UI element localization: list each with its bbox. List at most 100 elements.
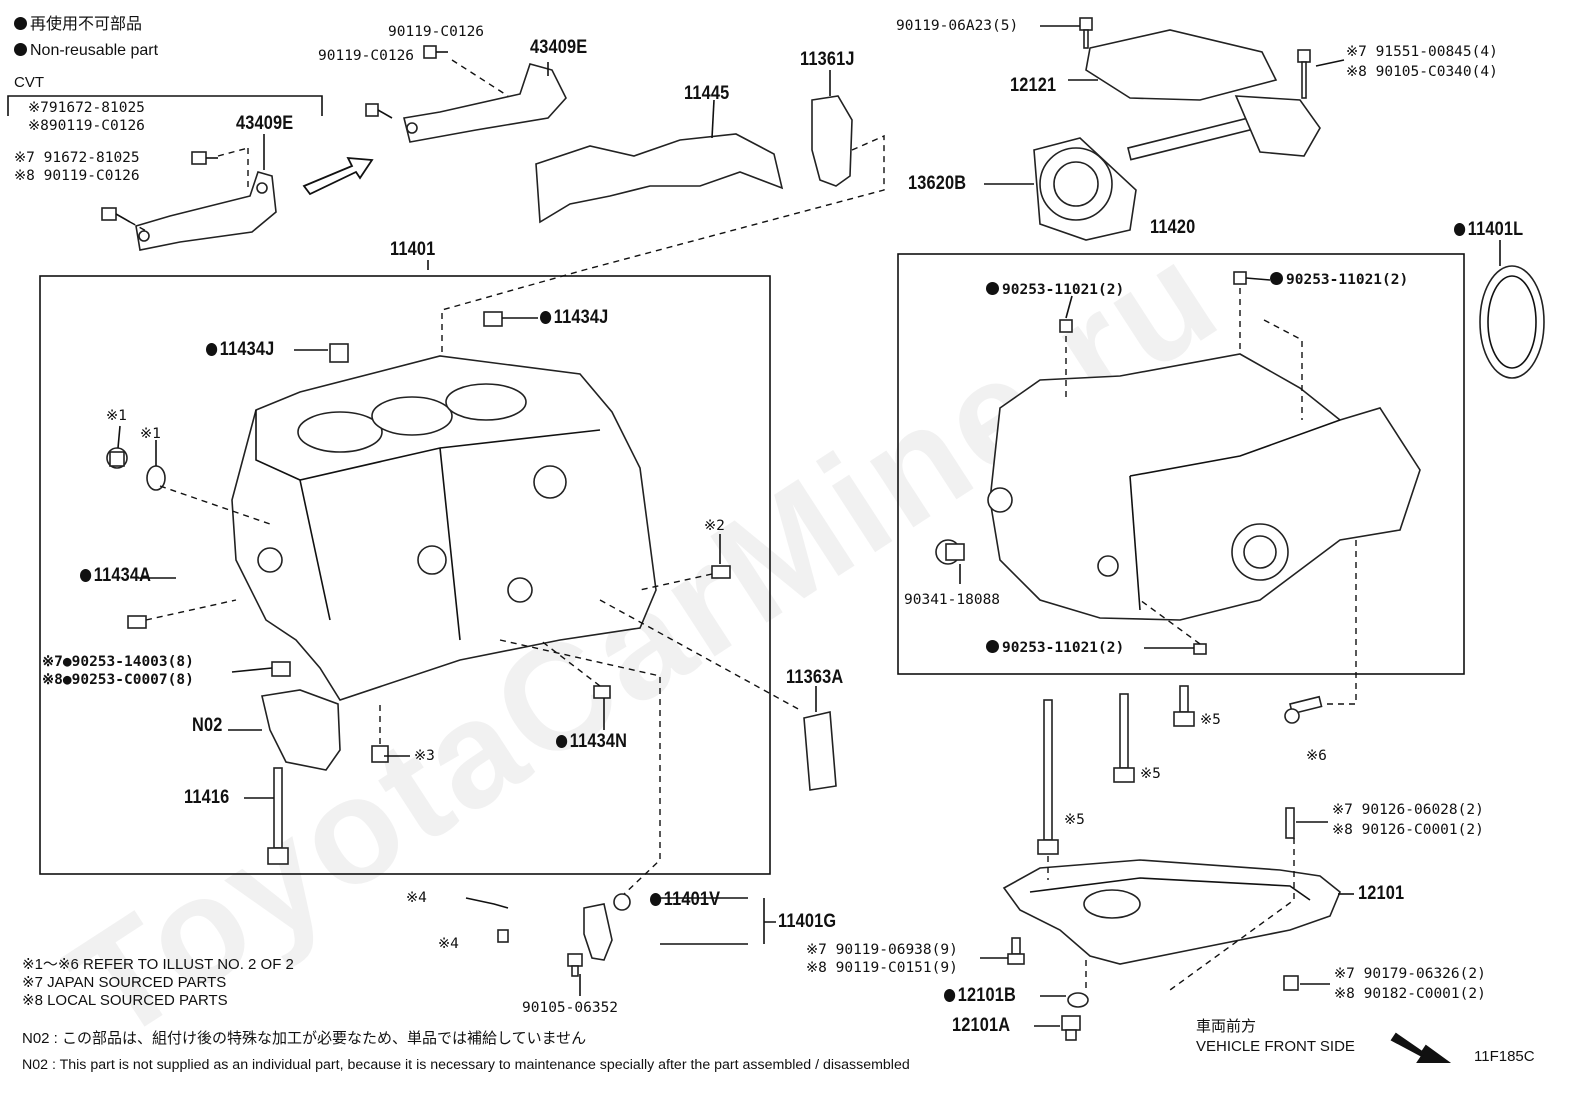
label-90105-c0340: ※8 90105-C0340(4) [1346,64,1498,80]
dowel-pin-icon [1193,643,1207,655]
label-11434n: 11434N [556,732,627,752]
label-cvt-7b: ※7 91672-81025 [14,150,140,166]
note-n02-en: N02 : This part is not supplied as an in… [22,1057,910,1073]
nonreusable-dot-icon [14,17,27,30]
label-mark2: ※2 [704,518,725,534]
label-90253-11021-c: 90253-11021(2) [986,640,1124,656]
bolt-icon-11416 [267,767,289,865]
label-90105-06352: 90105-06352 [522,1000,619,1016]
legend-nonreusable-jp: 再使用不可部品 [14,16,142,34]
label-90119-06a23: 90119-06A23(5) [896,18,1019,34]
label-90126-06028: ※7 90126-06028(2) [1332,802,1484,818]
nonreusable-dot-icon [1270,272,1283,285]
plug-icon [106,447,128,469]
label-91551-00845: ※7 91551-00845(4) [1346,44,1498,60]
pin-icon [593,685,611,699]
nonreusable-dot-icon [80,569,92,582]
label-12101b: 12101B [944,986,1016,1006]
pin-icon [371,745,389,763]
label-mark3: ※3 [414,748,435,764]
legend-nonreusable-en: Non-reusable part [14,42,158,60]
balance-shaft-13620b [1033,95,1321,241]
label-90253-c0007: ※8●90253-C0007(8) [42,672,194,688]
nonreusable-dot-icon [540,311,552,324]
label-90119-c0126-b: 90119-C0126 [318,48,415,64]
label-mark5-c: ※5 [1064,812,1085,828]
vehicle-front-en: VEHICLE FRONT SIDE [1196,1038,1355,1055]
label-11420: 11420 [1150,217,1196,238]
pin-icon [271,661,291,677]
pin-icon [711,565,731,579]
group-bracket-11401g [660,897,776,945]
diagram-code: 11F185C [1474,1048,1535,1065]
label-43409e-lower: 43409E [236,113,294,134]
bolt-icon [567,953,583,977]
cvt-bracket-line [7,95,323,116]
bolt-icon [423,45,448,59]
nonreusable-dot-icon [650,893,662,906]
label-11416: 11416 [184,787,230,808]
label-mark1-a: ※1 [106,408,127,424]
bearing-cap-n02 [261,689,341,771]
note-japan: ※7 JAPAN SOURCED PARTS [22,974,227,991]
cylinder-block-11401 [231,355,657,701]
bolt-icon [1284,695,1323,724]
label-11401l: 11401L [1454,220,1523,240]
label-43409e-upper: 43409E [530,37,588,58]
label-mark5-b: ※5 [1140,766,1161,782]
label-11401v: 11401V [650,890,720,910]
bolt-icon [1173,685,1195,727]
nut-icon [1283,975,1299,991]
bolt-icon [1297,49,1311,99]
oil-control-valve-11401v [583,903,613,961]
label-90119-c0151: ※8 90119-C0151(9) [806,960,958,976]
nonreusable-dot-icon [14,43,27,56]
bolt-icon [1113,693,1135,783]
gasket-11361j [811,95,853,187]
label-90119-c0126-a: 90119-C0126 [388,24,485,40]
label-cvt-7a: ※791672-81025 [28,100,145,116]
label-mark5-a: ※5 [1200,712,1221,728]
arrow-icon [302,156,374,196]
oil-pan-12101 [1002,859,1341,965]
cylinder-block-box [39,275,771,875]
label-12101a: 12101A [952,1015,1011,1036]
label-11445: 11445 [684,83,730,104]
dowel-pin-icon [1059,319,1073,333]
label-mark6: ※6 [1306,748,1327,764]
nonreusable-dot-icon [556,735,568,748]
label-90119-06938: ※7 90119-06938(9) [806,942,958,958]
label-11434j-left: 11434J [206,340,274,360]
lower-crankcase-box [897,253,1465,675]
part-11363a [803,711,837,791]
label-n02: N02 [192,715,223,736]
gasket-12101b [1067,992,1089,1008]
label-90179-06326: ※7 90179-06326(2) [1334,966,1486,982]
bolt-icon [497,929,509,943]
oil-pump-cover-12121 [1085,29,1278,101]
nonreusable-dot-icon [206,343,218,356]
label-cvt-8b: ※8 90119-C0126 [14,168,140,184]
oil-seal-11401l [1479,265,1545,379]
nonreusable-dot-icon [986,640,999,653]
label-90253-14003: ※7●90253-14003(8) [42,654,194,670]
label-90182-c0001: ※8 90182-C0001(2) [1334,986,1486,1002]
clip-icon [465,897,509,909]
label-mark4-a: ※4 [406,890,427,906]
bolt-icon [191,151,218,165]
label-11363a: 11363A [786,667,844,688]
o-ring-icon [613,893,631,911]
label-12101: 12101 [1358,883,1405,904]
vehicle-front-jp: 車両前方 [1196,1018,1257,1035]
label-90253-11021-b: 90253-11021(2) [1270,272,1408,288]
bolt-icon [365,103,393,119]
bolt-icon [1007,937,1025,965]
label-11401: 11401 [390,239,436,260]
note-local: ※8 LOCAL SOURCED PARTS [22,992,228,1009]
dowel-pin-icon [1233,271,1247,285]
label-13620b: 13620B [908,173,967,194]
note-refer: ※1～※6 REFER TO ILLUST NO. 2 OF 2 [22,956,294,973]
bolt-icon [1079,17,1093,49]
